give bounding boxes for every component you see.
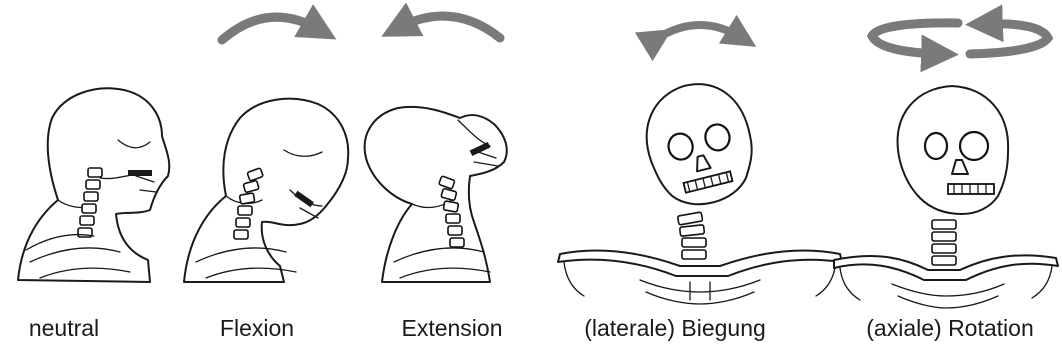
figure-neutral xyxy=(18,88,169,282)
figure-lateral-bending xyxy=(558,73,842,304)
extension-arrow-icon xyxy=(398,16,500,38)
figure-extension xyxy=(365,107,507,282)
lateral-bending-arrow-icon xyxy=(658,25,742,38)
label-lateral-bending: (laterale) Biegung xyxy=(584,315,766,342)
label-extension: Extension xyxy=(401,315,502,342)
label-flexion: Flexion xyxy=(220,315,294,342)
figure-axial-rotation xyxy=(834,86,1058,308)
flexion-arrow-icon xyxy=(222,17,320,40)
figure-flexion xyxy=(184,99,348,282)
label-axial-rotation: (axiale) Rotation xyxy=(866,315,1033,342)
rotation-arrow-icon xyxy=(872,23,1048,54)
label-neutral: neutral xyxy=(29,315,99,342)
